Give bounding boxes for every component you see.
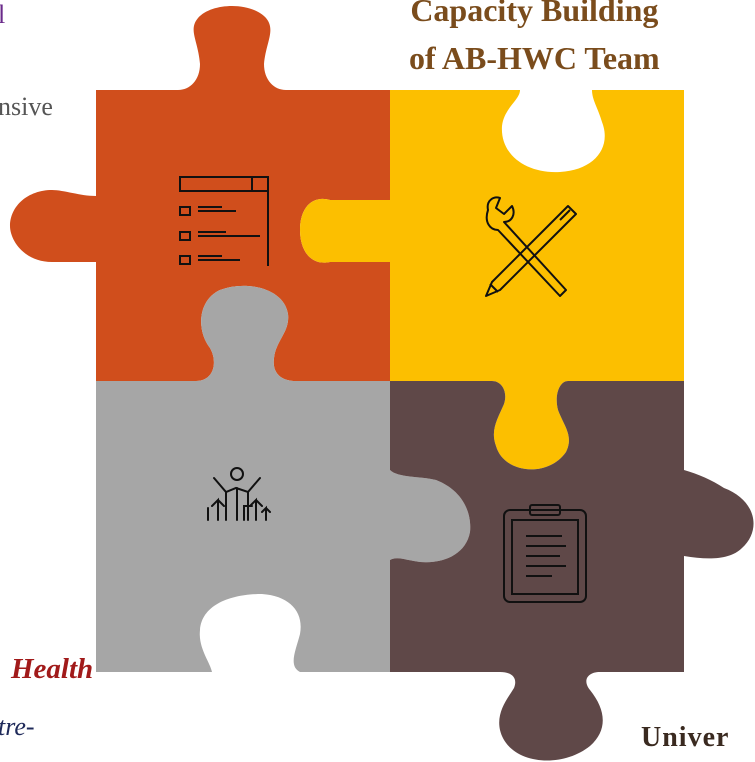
universal-text-fragment: Univer (641, 722, 730, 753)
clipboard-icon (503, 504, 587, 603)
tools-icon (485, 196, 577, 297)
puzzle-piece-orange (10, 6, 390, 381)
comprehensive-text-fragment: nsive (0, 92, 53, 121)
checklist-icon (179, 176, 269, 266)
health-text-fragment: Health (11, 653, 94, 685)
puzzle-piece-yellow (300, 90, 684, 470)
capacity-title-line-2: of AB-HWC Team (409, 40, 660, 76)
centre-text-fragment: tre- (0, 712, 35, 741)
capacity-title-line-1: Capacity Building (410, 0, 659, 28)
puzzle-piece-brown (390, 381, 754, 761)
puzzle-piece-gray (96, 285, 471, 672)
capacity-building-title: Capacity Building of AB-HWC Team (409, 0, 660, 82)
people-growth-icon (207, 467, 271, 521)
corner-text-fragment: l (0, 0, 6, 29)
